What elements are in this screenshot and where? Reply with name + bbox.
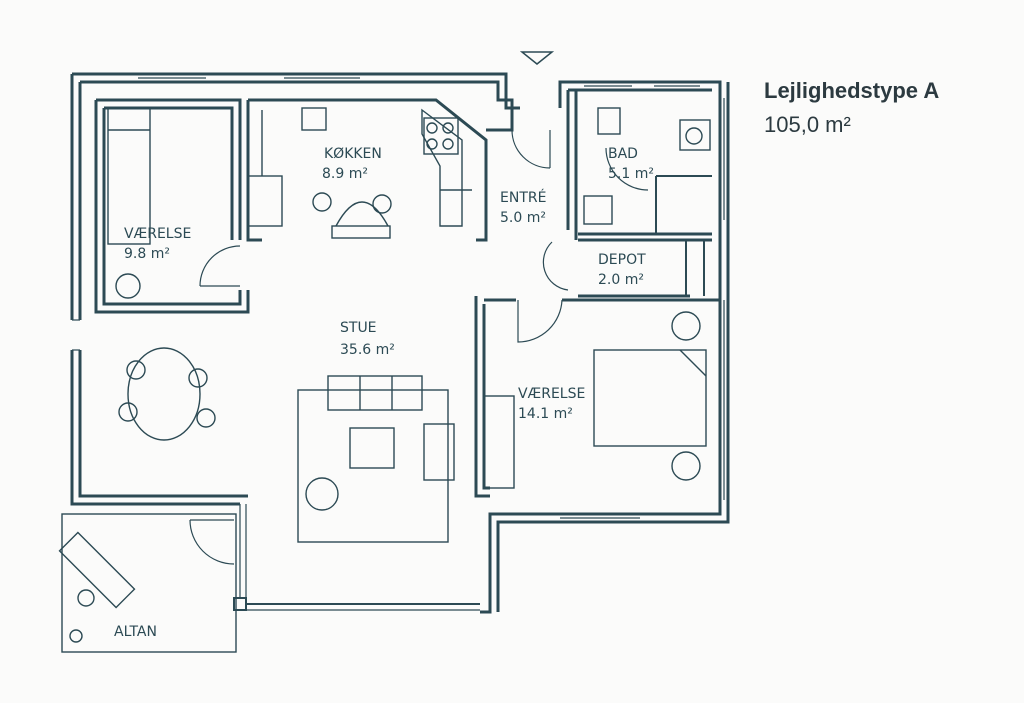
bedroom2-name: VÆRELSE <box>518 386 585 402</box>
entrance-name: ENTRÉ <box>500 189 546 206</box>
living-furniture <box>297 375 455 543</box>
bedroom1-area: 9.8 m² <box>124 246 170 262</box>
living-area: 35.6 m² <box>340 342 395 358</box>
bedroom1-furniture <box>107 107 151 299</box>
kitchen-fixtures <box>247 107 472 239</box>
outer-walls <box>70 72 730 614</box>
bedroom2-furniture <box>483 311 707 489</box>
bath-fixtures <box>583 107 711 225</box>
bath-area: 5.1 m² <box>608 166 654 182</box>
bedroom1-name: VÆRELSE <box>124 226 191 242</box>
bedroom2-area: 14.1 m² <box>518 406 573 422</box>
balcony <box>58 513 237 653</box>
apartment-type-title: Lejlighedstype A <box>764 78 940 103</box>
entrance-area: 5.0 m² <box>500 210 546 226</box>
storage-area: 2.0 m² <box>598 272 644 288</box>
entrance-arrow-icon <box>519 51 555 65</box>
storage-name: DEPOT <box>598 252 646 268</box>
dining-table <box>118 347 216 441</box>
kitchen-area: 8.9 m² <box>322 166 368 182</box>
balcony-name: ALTAN <box>114 624 157 640</box>
doors <box>189 129 649 565</box>
bath-name: BAD <box>608 146 638 162</box>
apartment-total-area: 105,0 m² <box>764 112 851 137</box>
kitchen-name: KØKKEN <box>324 146 382 162</box>
living-name: STUE <box>340 320 377 336</box>
